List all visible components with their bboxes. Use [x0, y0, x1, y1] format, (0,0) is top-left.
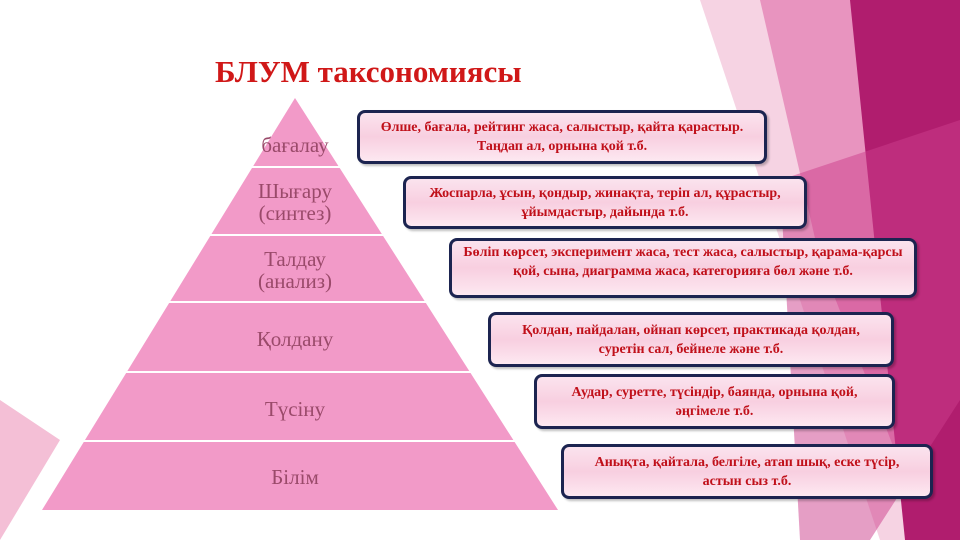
level-label-evaluation: бағалау	[261, 133, 329, 157]
level-label-application: Қолдану	[256, 327, 334, 351]
pyramid-level-6	[42, 442, 558, 510]
description-box-comprehension: Аудар, суретте, түсіндір, баянда, орнына…	[534, 374, 895, 429]
level-label-comprehension: Түсіну	[264, 397, 326, 421]
level-label-synthesis: Шығару (синтез)	[258, 179, 332, 225]
pyramid-level-5	[42, 373, 558, 440]
description-box-knowledge: Анықта, қайтала, белгіле, атап шық, еске…	[561, 444, 933, 499]
description-box-application: Қолдан, пайдалан, ойнап көрсет, практика…	[488, 312, 894, 367]
slide-title: БЛУМ таксономиясы	[215, 54, 522, 89]
description-box-analysis: Бөліп көрсет, эксперимент жаса, тест жас…	[449, 238, 917, 298]
level-label-knowledge: Білім	[271, 465, 319, 489]
level-label-analysis: Талдау (анализ)	[257, 247, 333, 293]
description-box-evaluation: Өлше, бағала, рейтинг жаса, салыстыр, қа…	[357, 110, 767, 164]
description-box-synthesis: Жоспарла, ұсын, қондыр, жинақта, теріп а…	[403, 176, 807, 229]
